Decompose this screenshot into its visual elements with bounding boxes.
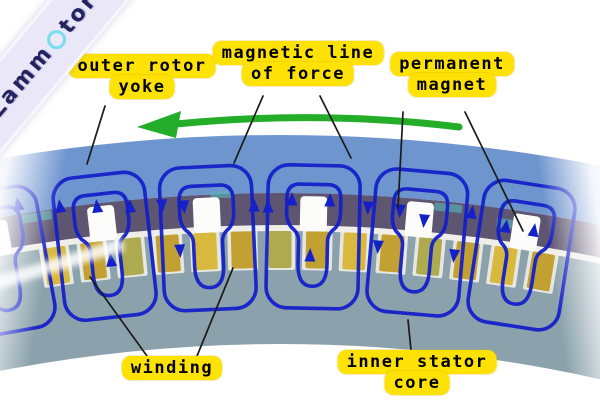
- leader-line: [86, 105, 106, 165]
- leader-line: [196, 267, 234, 357]
- label-text: of force: [242, 62, 354, 86]
- label-text: yoke: [109, 75, 175, 99]
- label-text: core: [384, 371, 450, 395]
- label-magnetic-line-of-force: magnetic line of force: [212, 41, 384, 86]
- label-winding: winding: [121, 356, 223, 380]
- leader-line: [407, 319, 412, 351]
- leader-line: [319, 95, 352, 159]
- leader-line: [397, 111, 404, 209]
- leader-line: [233, 95, 264, 164]
- leader-line: [464, 111, 524, 232]
- label-inner-stator-core: inner stator core: [337, 350, 497, 395]
- label-text: magnet: [407, 73, 497, 97]
- label-outer-rotor-yoke: outer rotor yoke: [68, 54, 216, 99]
- leader-line: [89, 276, 148, 357]
- label-permanent-magnet: permanent magnet: [390, 52, 514, 97]
- label-text: winding: [121, 356, 223, 380]
